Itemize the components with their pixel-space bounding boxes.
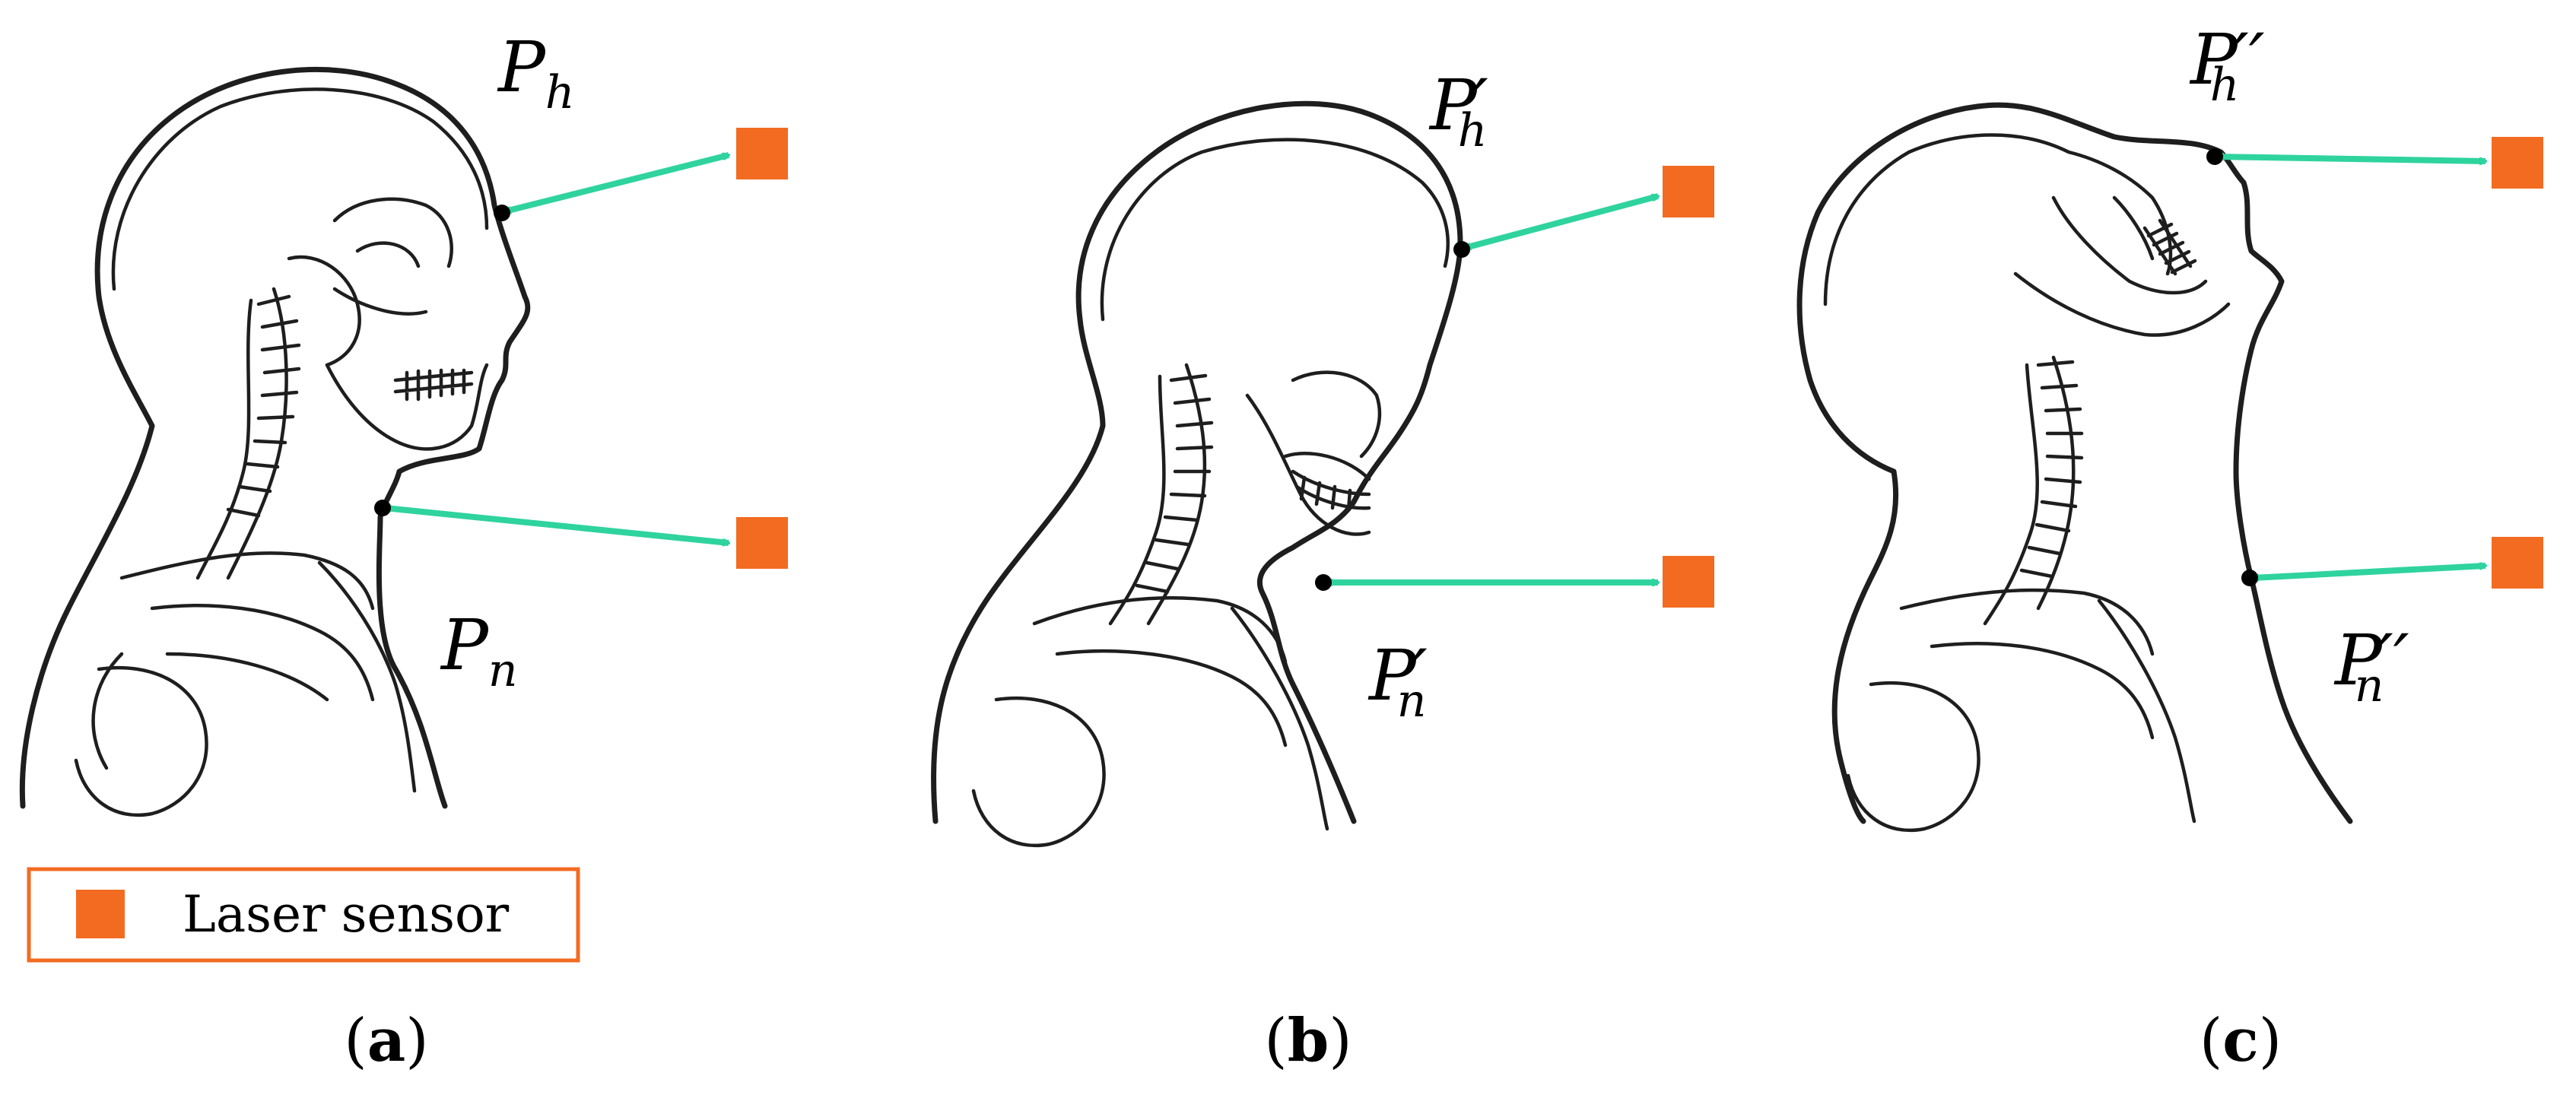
legend-label: Laser sensor bbox=[183, 885, 510, 944]
label-neck-point-b: P′n bbox=[1367, 635, 1428, 728]
head-measurement-point-a bbox=[494, 205, 510, 221]
caption-c: (c) bbox=[2200, 1006, 2282, 1075]
label-head-point-b: P′h bbox=[1428, 65, 1488, 157]
head-distance-arrow-b bbox=[1465, 193, 1658, 251]
laser-sensor-neck-a bbox=[736, 517, 788, 569]
laser-sensor-neck-c bbox=[2492, 537, 2543, 589]
caption-b: (b) bbox=[1264, 1006, 1352, 1075]
laser-sensor-head-a bbox=[736, 128, 788, 179]
neck-measurement-point-a bbox=[374, 500, 391, 516]
label-neck-point-a: Pn bbox=[440, 605, 518, 697]
laser-sensor-neck-b bbox=[1663, 556, 1714, 608]
neck-distance-arrow-c bbox=[2253, 566, 2485, 578]
neck-distance-arrow-a bbox=[385, 508, 729, 543]
skeleton-illustration-a bbox=[19, 66, 531, 817]
panel-a: Ph Pn Laser sensor (a) bbox=[19, 27, 788, 1075]
panel-c: P′′h P′′n (c) bbox=[1796, 19, 2543, 1075]
neck-measurement-point-c bbox=[2241, 570, 2258, 586]
caption-a: (a) bbox=[344, 1006, 428, 1075]
legend-frame bbox=[27, 867, 580, 963]
legend-sensor-swatch bbox=[76, 890, 125, 938]
legend: Laser sensor bbox=[27, 867, 580, 963]
skeleton-illustration-b bbox=[931, 100, 1463, 848]
label-head-point-c: P′′h bbox=[2189, 19, 2265, 112]
head-distance-arrow-a bbox=[505, 152, 729, 214]
panel-b: P′h P′n (b) bbox=[931, 65, 1714, 1075]
laser-sensor-head-c bbox=[2492, 137, 2543, 189]
head-measurement-point-c bbox=[2206, 148, 2223, 165]
laser-sensor-head-b bbox=[1663, 166, 1714, 217]
neck-measurement-point-b bbox=[1315, 574, 1332, 591]
head-measurement-point-b bbox=[1453, 241, 1470, 258]
label-head-point-a: Ph bbox=[497, 27, 575, 119]
head-distance-arrow-c bbox=[2218, 157, 2485, 161]
label-neck-point-c: P′′n bbox=[2333, 620, 2409, 713]
skeleton-illustration-c bbox=[1796, 102, 2353, 833]
